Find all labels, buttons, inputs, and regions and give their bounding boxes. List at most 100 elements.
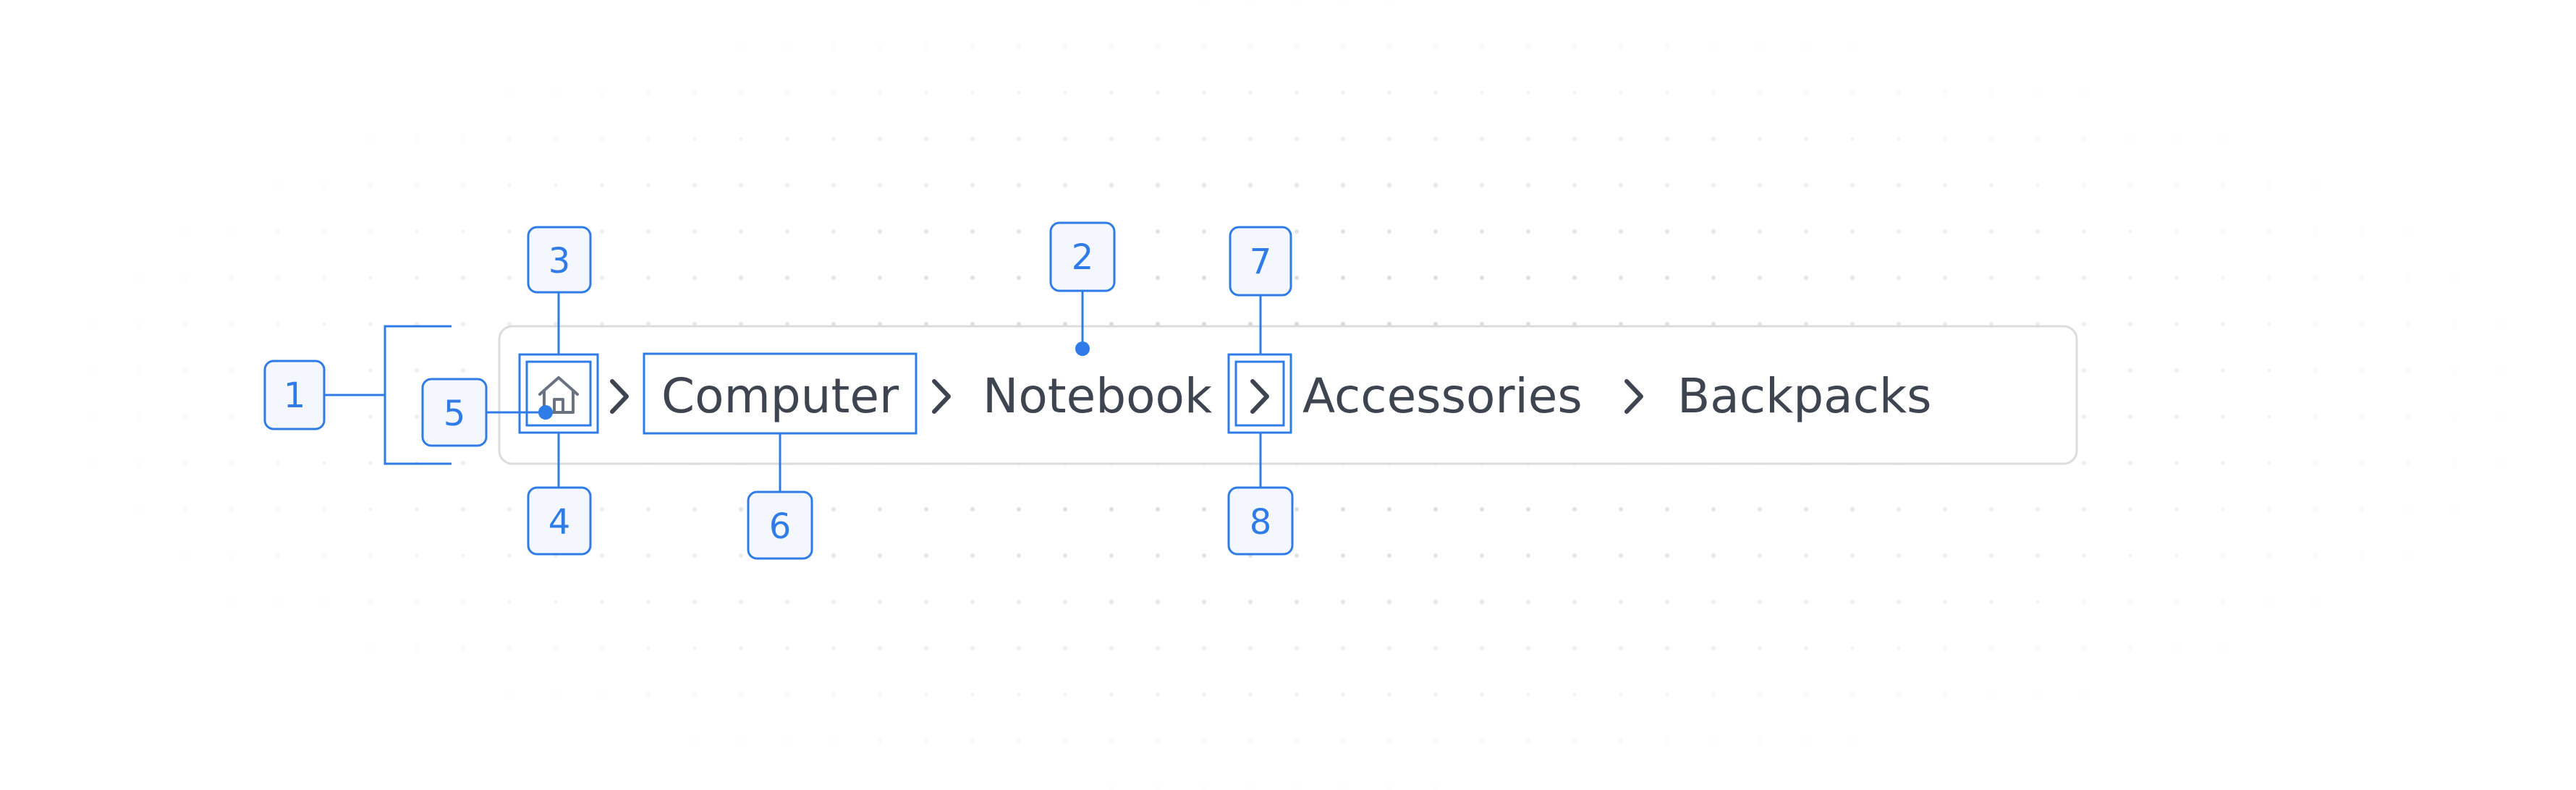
background-dot (1433, 739, 1438, 743)
background-dot (2313, 322, 2318, 326)
background-dot (1387, 229, 1391, 234)
background-dot (1804, 229, 1808, 234)
background-dot (1619, 692, 1623, 697)
background-dot (1295, 600, 1299, 604)
background-dot (831, 137, 836, 141)
background-dot (1897, 600, 1901, 604)
background-dot (924, 276, 928, 280)
background-dot (646, 553, 651, 558)
background-dot (1433, 692, 1438, 697)
background-dot (739, 739, 743, 743)
background-dot (2082, 137, 2086, 141)
breadcrumb-item-computer[interactable]: Computer (661, 368, 899, 424)
background-dot (2128, 229, 2132, 234)
background-dot (1341, 44, 1345, 48)
background-dot (1295, 90, 1299, 95)
background-dot (415, 368, 419, 373)
background-dot (1665, 646, 1669, 650)
background-dot (924, 646, 928, 650)
background-dot (1109, 183, 1114, 187)
breadcrumb-item-accessories[interactable]: Accessories (1302, 368, 1583, 424)
background-dot (1943, 90, 1947, 95)
background-dot (1156, 276, 1160, 280)
background-dot (1248, 600, 1253, 604)
background-dot (1433, 44, 1438, 48)
background-dot (554, 646, 558, 650)
background-dot (1850, 507, 1855, 511)
background-dot (924, 739, 928, 743)
background-dot (1480, 646, 1484, 650)
background-dot (785, 90, 789, 95)
background-dot (1989, 646, 1994, 650)
background-dot (1619, 44, 1623, 48)
background-dot (1109, 692, 1114, 697)
background-dot (2267, 183, 2271, 187)
background-dot (878, 553, 882, 558)
background-dot (2082, 507, 2086, 511)
background-dot (924, 692, 928, 697)
background-dot (1526, 739, 1530, 743)
background-dot (1711, 90, 1716, 95)
background-dot (739, 90, 743, 95)
background-dot (368, 415, 373, 419)
callout-2-label: 2 (1072, 237, 1094, 278)
background-dot (1387, 137, 1391, 141)
background-dot (1480, 600, 1484, 604)
background-dot (1943, 276, 1947, 280)
background-dot (368, 507, 373, 511)
background-dot (739, 507, 743, 511)
background-dot (2035, 600, 2040, 604)
callout-5-label: 5 (444, 394, 466, 434)
background-dot (183, 368, 187, 373)
background-dot (1665, 229, 1669, 234)
background-dot (646, 692, 651, 697)
background-dot (461, 322, 465, 326)
background-dot (1804, 600, 1808, 604)
background-dot (600, 90, 604, 95)
background-dot (1248, 44, 1253, 48)
background-dot (878, 183, 882, 187)
background-dot (831, 507, 836, 511)
background-dot (1943, 600, 1947, 604)
background-dot (2128, 137, 2132, 141)
background-dot (1248, 90, 1253, 95)
background-dot (2360, 229, 2364, 234)
background-dot (600, 183, 604, 187)
background-dot (2313, 276, 2318, 280)
background-dot (368, 137, 373, 141)
background-dot (2128, 553, 2132, 558)
background-dot (2267, 600, 2271, 604)
background-dot (1758, 739, 1762, 743)
background-dot (1156, 692, 1160, 697)
background-dot (1897, 276, 1901, 280)
background-dot (646, 646, 651, 650)
background-dot (1758, 600, 1762, 604)
background-dot (1341, 739, 1345, 743)
background-dot (1063, 739, 1067, 743)
background-dot (1202, 229, 1206, 234)
background-dot (692, 229, 697, 234)
background-dot (924, 183, 928, 187)
background-dot (924, 44, 928, 48)
background-dot (739, 692, 743, 697)
background-dot (1526, 692, 1530, 697)
breadcrumb-item-notebook[interactable]: Notebook (983, 368, 1213, 424)
background-dot (322, 276, 326, 280)
background-dot (1943, 137, 1947, 141)
background-dot (970, 739, 975, 743)
background-dot (831, 692, 836, 697)
background-dot (276, 553, 280, 558)
background-dot (1619, 646, 1623, 650)
background-dot (2035, 229, 2040, 234)
background-dot (415, 553, 419, 558)
background-dot (1480, 90, 1484, 95)
background-dot (970, 44, 975, 48)
background-dot (924, 229, 928, 234)
background-dot (1156, 90, 1160, 95)
background-dot (1572, 137, 1577, 141)
background-dot (1063, 507, 1067, 511)
background-dot (1758, 90, 1762, 95)
background-dot (600, 507, 604, 511)
background-dot (461, 368, 465, 373)
